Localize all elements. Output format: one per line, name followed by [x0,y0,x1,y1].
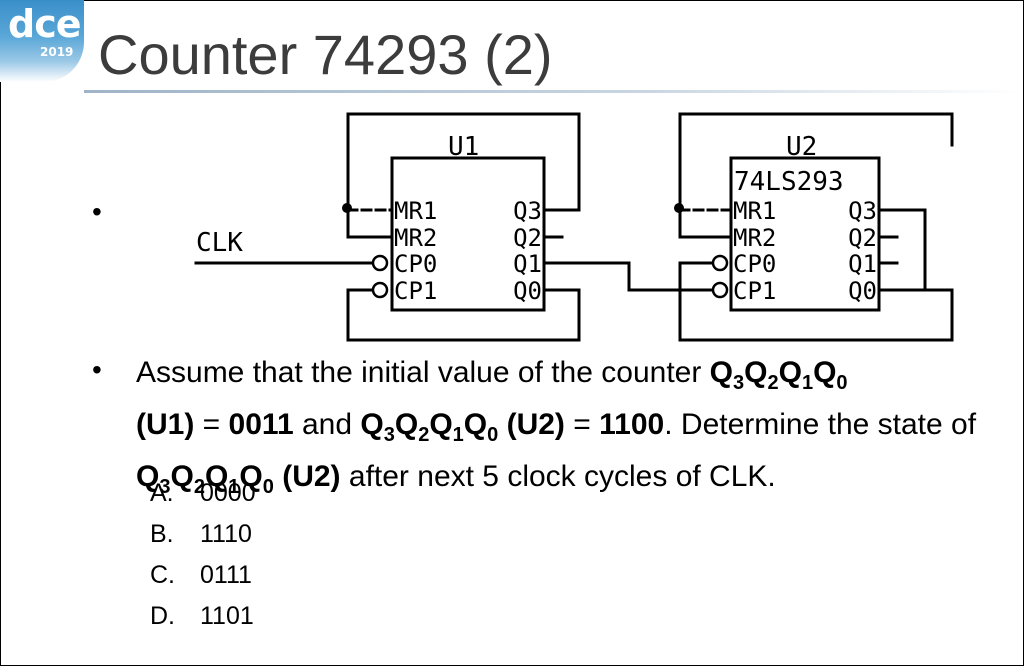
u1-pin-q1: Q1 [513,250,542,278]
u1-chip-box [390,156,546,312]
slide-title: Counter 74293 (2) [98,23,553,86]
u1-pin-cp1: CP1 [394,277,437,305]
u1-pin-cp0: CP0 [394,250,437,278]
q-expression-3: Q3Q2Q1Q0 [136,460,274,498]
logo-year: 2019 [40,45,74,59]
u1-pin-mr2: MR2 [394,224,437,252]
u2-pin-q1: Q1 [848,250,877,278]
question-text: Assume that the initial value of the cou… [136,356,977,498]
u1-pin-q3: Q3 [513,197,542,225]
u1-q0-cp1-loop [346,288,581,342]
u2-pin-mr1: MR1 [733,197,776,225]
counter-circuit-diagram: CLK U1 U2 74LS293 MR1 MR2 CP0 CP1 Q3 Q2 … [194,112,954,342]
bullet-dot: • [92,354,102,385]
logo-text: dce [8,2,81,46]
u1-cp0-bubble [371,254,389,272]
u2-q3-q0-loop [877,208,927,292]
q-expression-1: Q3Q2Q1Q0 [709,356,848,394]
u2-pin-cp1: CP1 [733,277,776,305]
clk-label: CLK [196,228,243,258]
u2-q0-cp0-loop [678,261,954,342]
u1-q1-to-u2-wire [542,261,714,292]
u1-reset-loop [346,112,581,239]
u1-pin-q2: Q2 [513,224,542,252]
u2-cp1-bubble [711,281,729,299]
u2-label: U2 [786,132,817,162]
u2-part-number: 74LS293 [734,167,844,197]
q-expression-2: Q3Q2Q1Q0 [360,408,499,446]
u2-pin-cp0: CP0 [733,250,776,278]
u1-pin-mr1: MR1 [394,197,437,225]
title-underline [84,90,1022,93]
option-c[interactable]: C.0111 [150,561,252,589]
u2-pin-q3: Q3 [848,197,877,225]
bullet-dot: • [92,196,102,227]
u1-cp1-bubble [371,281,389,299]
option-d[interactable]: D.1101 [150,602,254,630]
u2-pin-q2: Q2 [848,224,877,252]
u2-pin-mr2: MR2 [733,224,776,252]
option-a[interactable]: A.0000 [150,479,256,507]
u2-junction-dot [674,203,684,213]
option-b[interactable]: B.1110 [150,520,252,548]
u2-chip-box [729,156,881,312]
u2-pin-q0: Q0 [848,277,877,305]
dce-logo: dce 2019 [0,0,84,82]
u1-label: U1 [448,132,479,162]
u1-pin-q0: Q0 [513,277,542,305]
u1-junction-dot [342,203,352,213]
u2-cp0-bubble [711,254,729,272]
u2-mr-loop [678,112,954,239]
